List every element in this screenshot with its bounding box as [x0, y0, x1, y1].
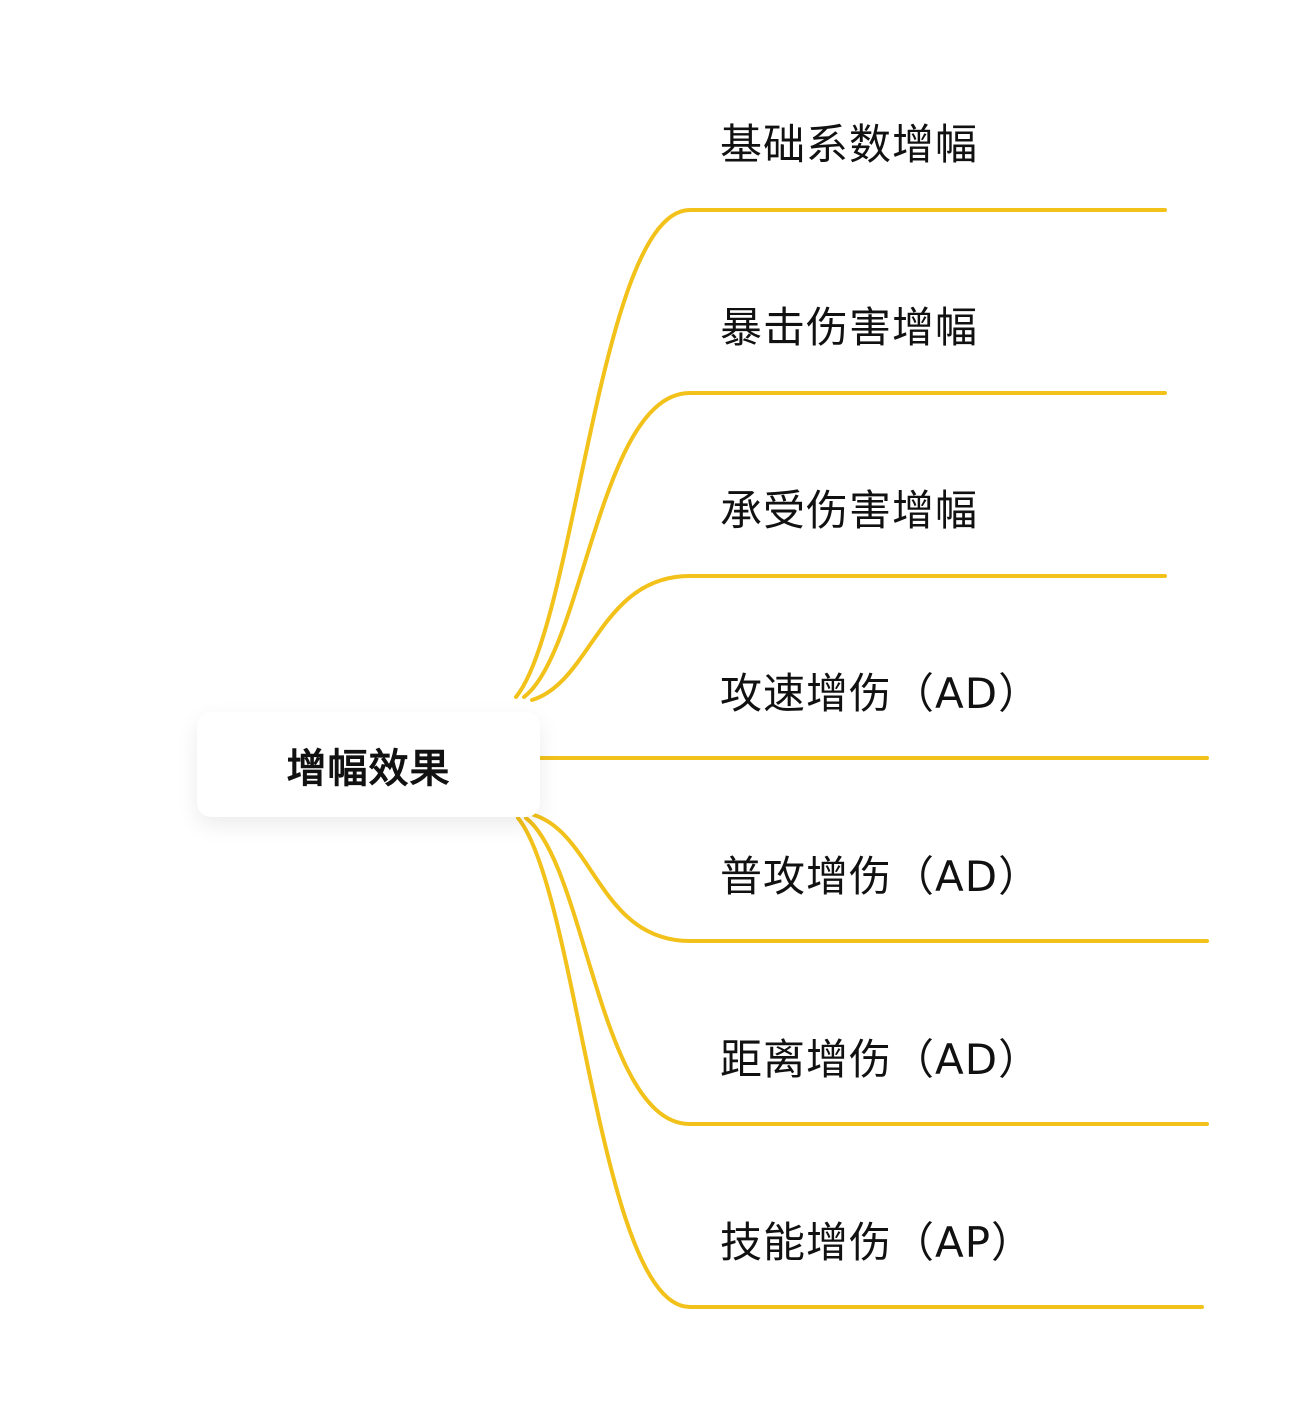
branch-connector-4 — [532, 813, 1209, 943]
branch-connector-1 — [522, 391, 1167, 699]
branch-label-5[interactable]: 距离增伤（AD） — [720, 1035, 1042, 1084]
branch-connector-0 — [514, 208, 1167, 699]
root-node-label: 增幅效果 — [286, 745, 451, 792]
branch-label-6[interactable]: 技能增伤（AP） — [720, 1218, 1035, 1267]
branch-label-2[interactable]: 承受伤害增幅 — [720, 486, 979, 535]
branch-connector-6 — [516, 816, 1204, 1309]
branch-label-1[interactable]: 暴击伤害增幅 — [720, 303, 979, 352]
branch-label-4[interactable]: 普攻增伤（AD） — [720, 852, 1042, 901]
branch-label-3[interactable]: 攻速增伤（AD） — [720, 669, 1042, 718]
root-node[interactable]: 增幅效果 — [197, 712, 540, 817]
branch-connector-5 — [524, 816, 1209, 1126]
branch-label-0[interactable]: 基础系数增幅 — [720, 120, 979, 169]
branch-connector-2 — [530, 574, 1167, 702]
